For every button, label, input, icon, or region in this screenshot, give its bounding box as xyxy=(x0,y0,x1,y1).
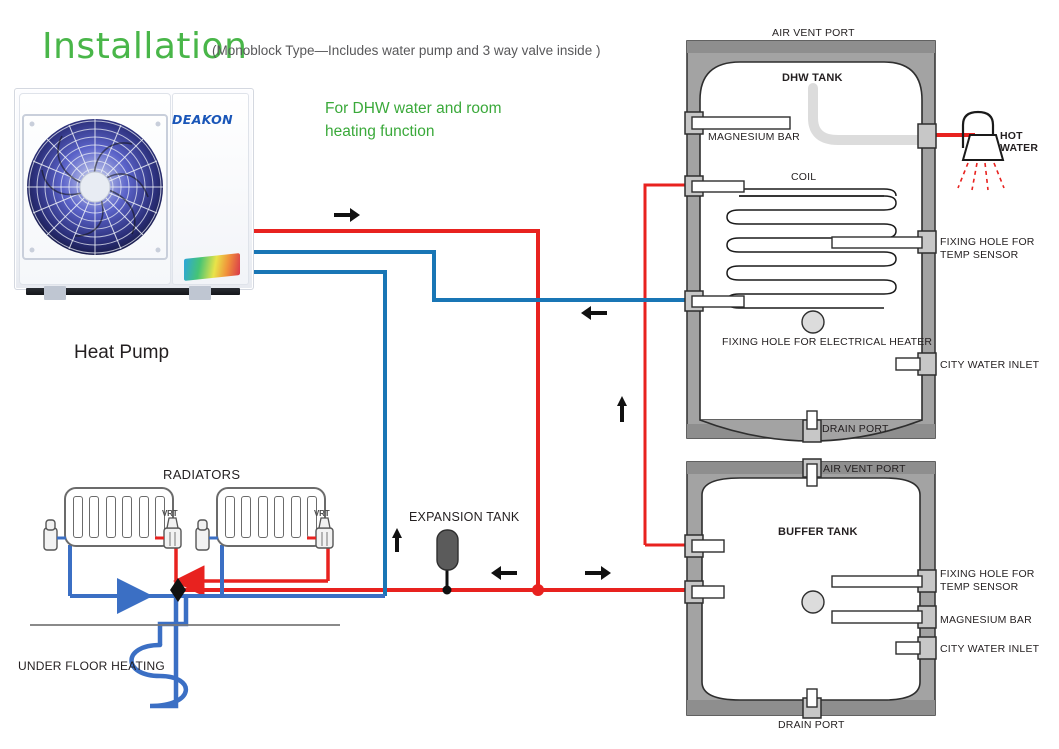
dhw-coil-outlet-port xyxy=(684,290,745,312)
radiator-2-vrt-label: VRT xyxy=(314,509,330,518)
buffer-drain-port xyxy=(802,688,822,719)
dhw-coil xyxy=(726,195,897,295)
buffer-city-water-inlet-port xyxy=(895,636,937,660)
heat-pump-label: Heat Pump xyxy=(74,342,170,363)
heat-pump-fan-panel xyxy=(19,93,171,285)
radiator-2 xyxy=(216,487,326,547)
radiators-label: RADIATORS xyxy=(163,467,241,482)
heat-pump-brand-logo: DEAKON xyxy=(172,112,233,127)
flow-arrow-expansion-up xyxy=(392,528,402,552)
buffer-hot-upper-port xyxy=(684,534,725,558)
dhw-outlet-dip-tube xyxy=(808,83,930,145)
flow-arrow-buffer-supply-left xyxy=(491,566,517,580)
flow-arrow-buffer-supply-right xyxy=(585,566,611,580)
buffer-drain-port-label: DRAIN PORT xyxy=(778,719,845,731)
expansion-tank-tee xyxy=(442,585,452,595)
radiator-2-lockshield-valve xyxy=(195,519,210,551)
buffer-magnesium-bar-port xyxy=(831,605,937,629)
buffer-magnesium-bar-label: MAGNESIUM BAR xyxy=(940,614,1032,626)
buffer-city-water-inlet-label: CITY WATER INLET xyxy=(940,643,1040,655)
dhw-temp-sensor-port xyxy=(831,230,937,254)
buffer-temp-sensor-label: FIXING HOLE FOR TEMP SENSOR xyxy=(940,568,1035,593)
fan-grille-icon xyxy=(22,114,168,260)
flow-arrow-dhw-return-left xyxy=(581,306,607,320)
heat-pump-foot-left xyxy=(44,286,66,300)
pipe-ufh-supply xyxy=(157,596,189,645)
three-way-valve-symbol xyxy=(170,578,186,602)
radiator-1 xyxy=(64,487,174,547)
pipe-dhw-coil-return xyxy=(244,250,700,302)
buffer-air-vent-port-label: AIR VENT PORT xyxy=(823,463,906,475)
flow-arrow-buffer-riser-up xyxy=(617,396,627,422)
dhw-drain-port xyxy=(802,410,822,443)
heat-pump-base xyxy=(26,288,240,295)
buffer-tank-title: BUFFER TANK xyxy=(778,526,858,538)
heat-pump-side-panel xyxy=(172,93,249,285)
flow-arrow-hp-supply-right xyxy=(334,208,360,222)
underfloor-heating-label: UNDER FLOOR HEATING xyxy=(18,659,165,673)
dhw-magnesium-bar-label: MAGNESIUM BAR xyxy=(708,131,800,143)
radiator-1-vrt-label: VRT xyxy=(162,509,178,518)
shower-pipe-icon xyxy=(961,110,995,148)
dhw-electrical-heater-label: FIXING HOLE FOR ELECTRICAL HEATER xyxy=(722,336,933,348)
buffer-air-vent-port xyxy=(802,458,822,487)
buffer-temp-sensor-port xyxy=(831,569,937,593)
dhw-hot-outlet-port xyxy=(917,123,937,149)
tee-junction-hot xyxy=(532,584,544,596)
dhw-tank-top-band xyxy=(687,41,935,53)
dhw-electrical-heater-hole xyxy=(801,310,825,334)
heat-pump-foot-right xyxy=(189,286,211,300)
dhw-coil-label: COIL xyxy=(791,171,817,183)
shower-head-icon xyxy=(961,134,1005,161)
buffer-electrical-heater-hole xyxy=(801,590,825,614)
hot-water-label: HOT WATER xyxy=(1000,130,1039,154)
dhw-air-vent-port-label: AIR VENT PORT xyxy=(772,27,855,39)
flow-arrow-group xyxy=(334,208,627,580)
expansion-tank-label: EXPANSION TANK xyxy=(409,510,520,524)
function-note: For DHW water and room heating function xyxy=(325,100,502,140)
buffer-hot-lower-port xyxy=(684,580,725,604)
dhw-city-water-inlet-label: CITY WATER INLET xyxy=(940,359,1040,371)
pipe-dhw-coil-feed xyxy=(643,183,700,545)
buffer-tank-inner-vessel xyxy=(701,477,921,701)
radiator-1-vrt-valve xyxy=(163,517,182,549)
dhw-tank-title: DHW TANK xyxy=(782,72,843,84)
dhw-drain-port-label: DRAIN PORT xyxy=(822,423,889,435)
pipe-hp-hot-supply xyxy=(244,229,540,590)
radiator-2-vrt-valve xyxy=(315,517,334,549)
pipe-hp-cold-return xyxy=(244,270,387,596)
dhw-coil-inlet-port xyxy=(684,175,745,197)
dhw-city-water-inlet-port xyxy=(895,352,937,376)
dhw-temp-sensor-label: FIXING HOLE FOR TEMP SENSOR xyxy=(940,236,1035,261)
dhw-magnesium-bar-port xyxy=(684,111,791,135)
page-subtitle: (Monoblock Type—Includes water pump and … xyxy=(212,43,601,58)
expansion-tank-vessel xyxy=(436,529,459,571)
radiator-1-fins xyxy=(73,496,165,538)
dhw-tank-inner-vessel xyxy=(699,61,923,421)
page-title: Installation xyxy=(42,26,248,67)
pipe-ufh-serpentine xyxy=(129,593,189,709)
